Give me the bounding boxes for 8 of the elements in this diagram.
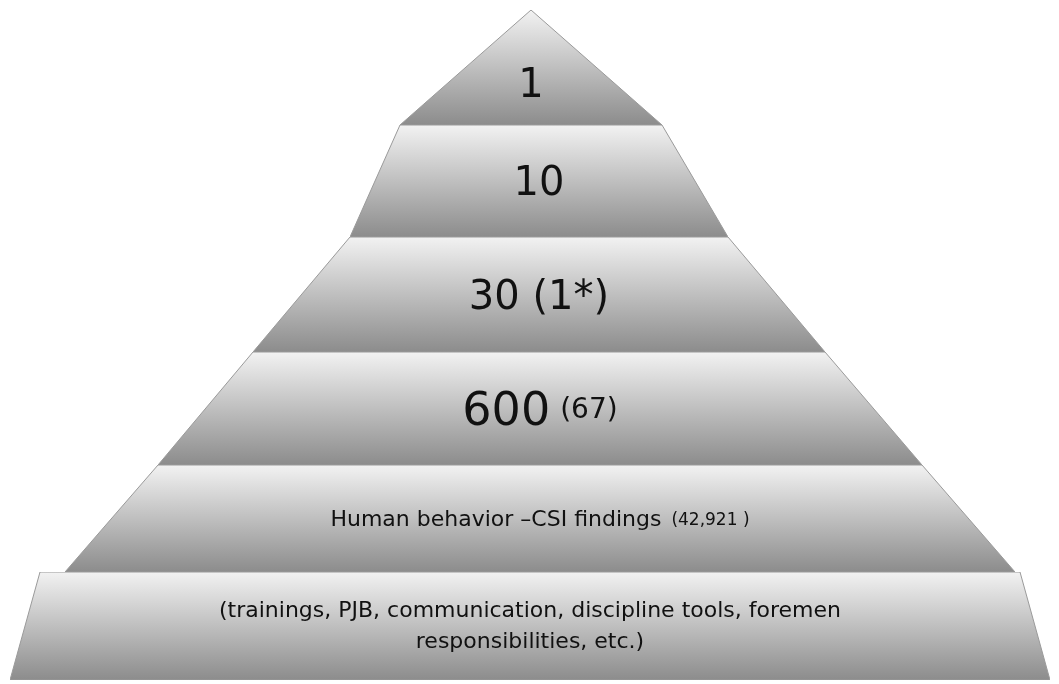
count-text: 30 (1*) (468, 271, 610, 318)
count-text: 10 (513, 158, 565, 204)
count-text: 600 (462, 381, 551, 436)
count-text: (42,921 ) (671, 508, 750, 529)
level-text: (trainings, PJB, communication, discipline tools, foremen responsibilities, etc.) (218, 596, 842, 655)
count-text: (67) (560, 392, 618, 425)
level-text: Human behavior –CSI findings (330, 506, 662, 531)
count-text: 1 (518, 59, 544, 106)
